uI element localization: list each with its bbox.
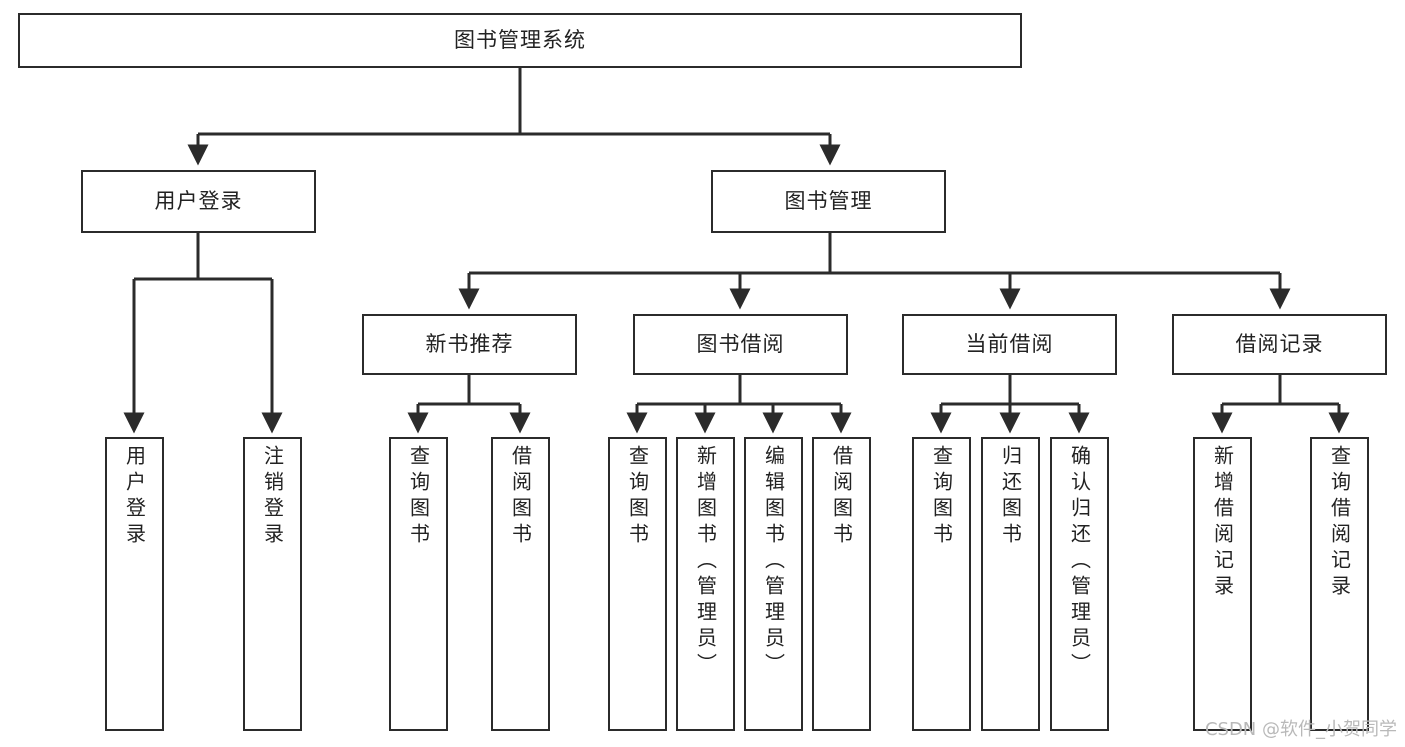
- node-borrow-record[interactable]: 借阅记录: [1172, 314, 1387, 375]
- node-new-book-recommend-label: 新书推荐: [425, 332, 514, 357]
- node-user-login-label: 用户登录: [154, 189, 243, 214]
- node-new-book-recommend[interactable]: 新书推荐: [362, 314, 577, 375]
- leaf-borrow-book-2[interactable]: 借阅图书: [812, 437, 871, 731]
- leaf-add-borrow-record-label: 新增借阅记录: [1210, 445, 1235, 601]
- leaf-return-book[interactable]: 归还图书: [981, 437, 1040, 731]
- leaf-return-book-label: 归还图书: [998, 445, 1023, 549]
- leaf-query-borrow-record[interactable]: 查询借阅记录: [1310, 437, 1369, 731]
- leaf-query-borrow-record-label: 查询借阅记录: [1327, 445, 1352, 601]
- leaf-logout-login-label: 注销登录: [260, 445, 285, 549]
- node-book-manage-label: 图书管理: [784, 189, 873, 214]
- leaf-query-book-2[interactable]: 查询图书: [608, 437, 667, 731]
- leaf-confirm-return-admin[interactable]: 确认归还（管理员）: [1050, 437, 1109, 731]
- leaf-add-borrow-record[interactable]: 新增借阅记录: [1193, 437, 1252, 731]
- leaf-user-login[interactable]: 用户登录: [105, 437, 164, 731]
- node-root-label: 图书管理系统: [454, 28, 586, 53]
- leaf-borrow-book-2-label: 借阅图书: [829, 445, 854, 549]
- leaf-edit-book-admin[interactable]: 编辑图书（管理员）: [744, 437, 803, 731]
- leaf-add-book-admin-label: 新增图书（管理员）: [693, 445, 718, 679]
- node-root[interactable]: 图书管理系统: [18, 13, 1022, 68]
- node-current-borrow[interactable]: 当前借阅: [902, 314, 1117, 375]
- node-user-login[interactable]: 用户登录: [81, 170, 316, 233]
- node-book-borrow-label: 图书借阅: [696, 332, 785, 357]
- watermark: CSDN @软件_小贺同学: [1204, 719, 1397, 740]
- leaf-confirm-return-admin-label: 确认归还（管理员）: [1067, 445, 1092, 679]
- node-borrow-record-label: 借阅记录: [1235, 332, 1324, 357]
- leaf-query-book-1[interactable]: 查询图书: [389, 437, 448, 731]
- leaf-user-login-label: 用户登录: [122, 445, 147, 549]
- leaf-query-book-2-label: 查询图书: [625, 445, 650, 549]
- node-current-borrow-label: 当前借阅: [965, 332, 1054, 357]
- leaf-borrow-book-1[interactable]: 借阅图书: [491, 437, 550, 731]
- leaf-logout-login[interactable]: 注销登录: [243, 437, 302, 731]
- node-book-borrow[interactable]: 图书借阅: [633, 314, 848, 375]
- leaf-borrow-book-1-label: 借阅图书: [508, 445, 533, 549]
- leaf-add-book-admin[interactable]: 新增图书（管理员）: [676, 437, 735, 731]
- leaf-query-book-1-label: 查询图书: [406, 445, 431, 549]
- leaf-query-book-3[interactable]: 查询图书: [912, 437, 971, 731]
- node-book-manage[interactable]: 图书管理: [711, 170, 946, 233]
- leaf-query-book-3-label: 查询图书: [929, 445, 954, 549]
- leaf-edit-book-admin-label: 编辑图书（管理员）: [761, 445, 786, 679]
